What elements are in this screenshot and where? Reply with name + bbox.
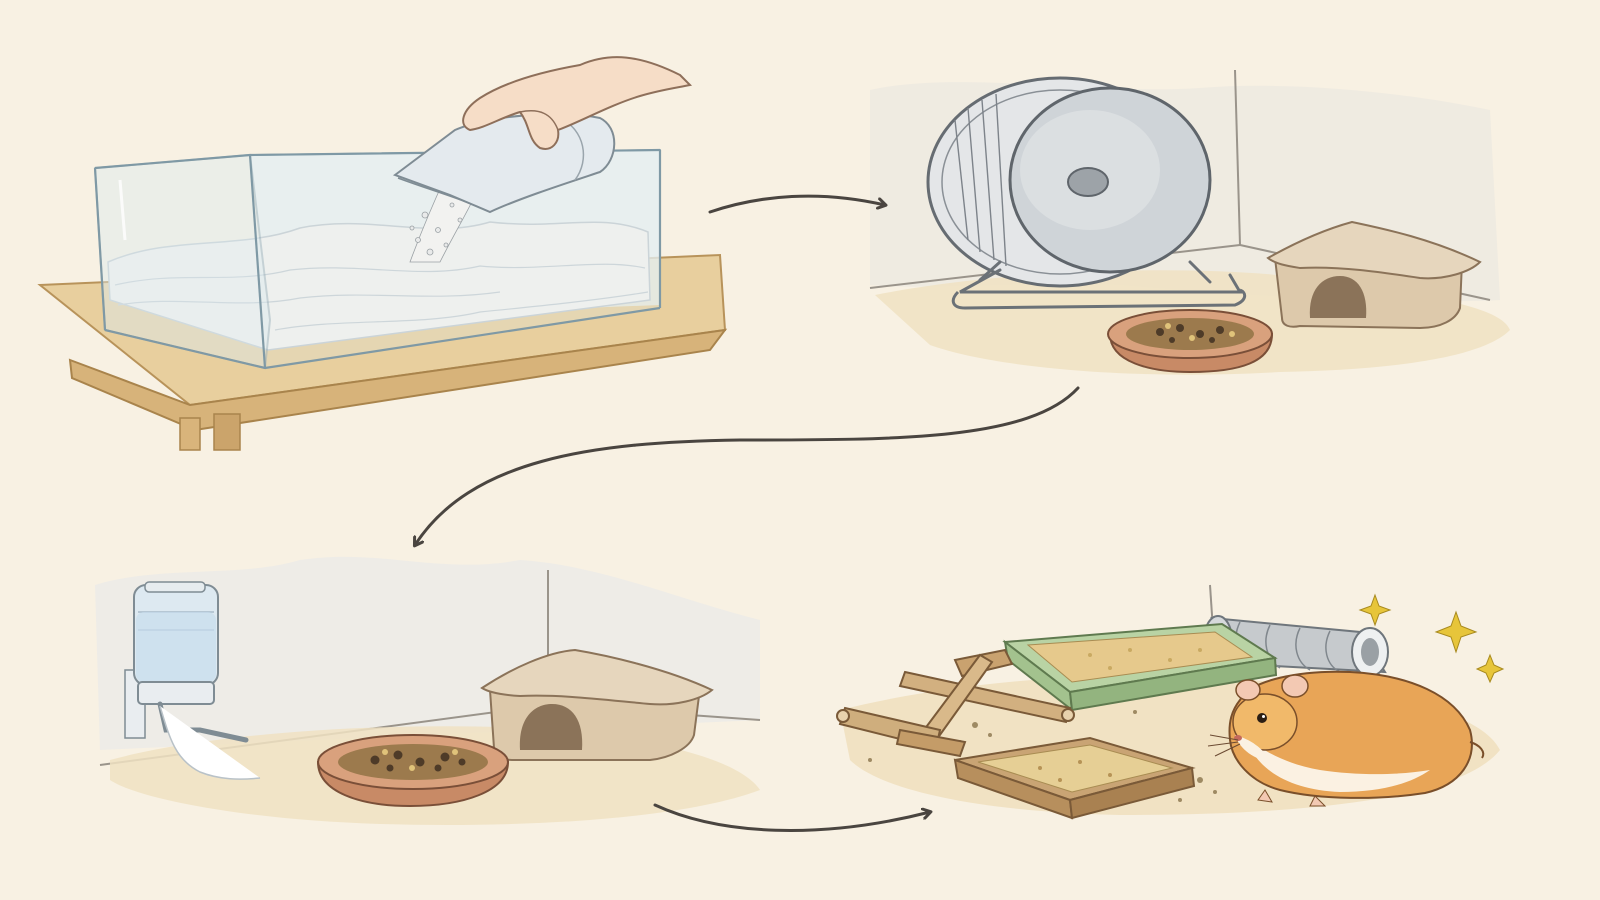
water-bottle-icon [124, 581, 261, 780]
step-enriched-habitat [836, 584, 1505, 820]
hideout-icon [1266, 220, 1482, 330]
floor-crumbs [868, 710, 1282, 802]
step-wheel-hide-bowl [869, 69, 1510, 375]
food-bowl-icon [316, 734, 510, 808]
arrow-step3-to-step4 [653, 803, 930, 832]
glass-tank-icon [93, 148, 662, 370]
food-bowl-icon [1107, 309, 1274, 374]
arrow-step1-to-step2 [708, 194, 885, 214]
exercise-wheel-icon [926, 76, 1247, 310]
sand-bath-icon [1002, 622, 1278, 713]
hand-icon [462, 56, 693, 150]
dig-box-icon [953, 736, 1196, 820]
chew-sticks-icon [836, 648, 1075, 758]
hideout-icon [480, 648, 714, 761]
hamster-icon [1207, 670, 1485, 807]
step-water-hide-bowl [95, 556, 761, 825]
sparkle-icon [1358, 593, 1505, 684]
flow-arrows [415, 194, 1080, 832]
arrow-step2-to-step3 [415, 386, 1080, 545]
step-tank-bedding [37, 56, 728, 451]
